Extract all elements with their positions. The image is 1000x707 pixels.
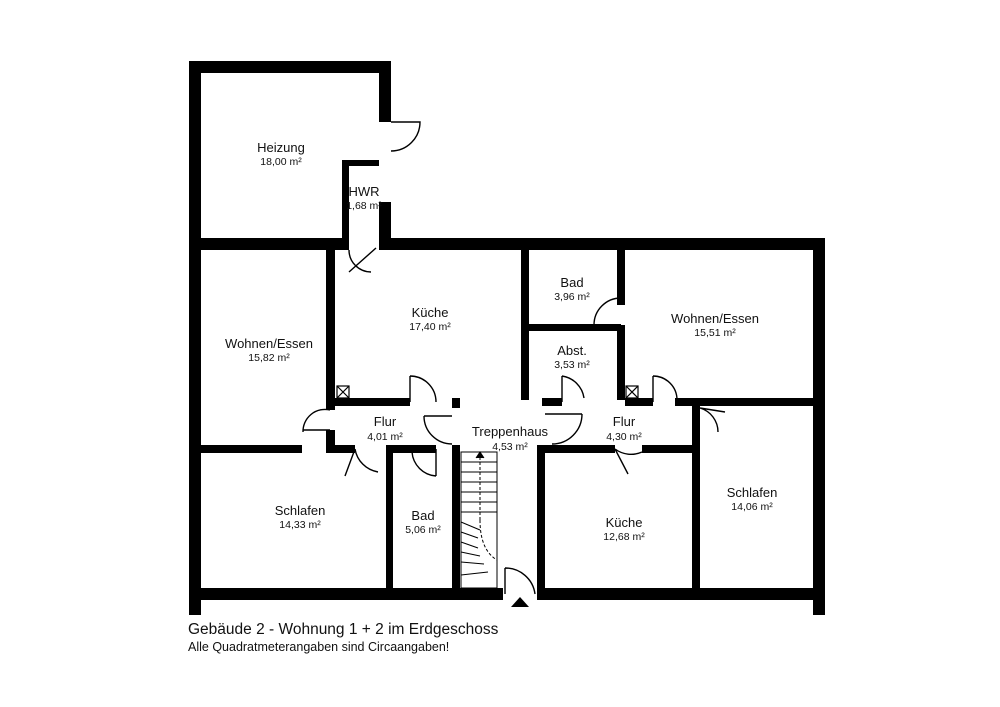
door-hwr — [348, 247, 377, 273]
room-area-wohnen-essen-left: 15,82 m² — [248, 352, 290, 364]
room-name-bad-bottom: Bad — [411, 508, 434, 523]
caption-note: Alle Quadratmeterangaben sind Circaangab… — [188, 640, 450, 654]
room-name-hwr: HWR — [348, 184, 379, 199]
room-area-hwr: 1,68 m² — [346, 200, 382, 212]
door-treppenhaus-east — [545, 413, 583, 445]
room-name-bad-top: Bad — [560, 275, 583, 290]
room-name-schlafen-right: Schlafen — [727, 485, 778, 500]
room-name-schlafen-left: Schlafen — [275, 503, 326, 518]
room-name-flur-right: Flur — [613, 414, 636, 429]
door-kueche-left — [409, 375, 437, 403]
room-name-treppenhaus: Treppenhaus — [472, 424, 549, 439]
interior-walls — [201, 160, 813, 595]
door-heizung — [390, 121, 421, 152]
room-name-flur-left: Flur — [374, 414, 397, 429]
room-area-bad-bottom: 5,06 m² — [405, 524, 441, 536]
door-schlafen-left — [344, 448, 379, 477]
room-name-kueche-left: Küche — [412, 305, 449, 320]
caption-title: Gebäude 2 - Wohnung 1 + 2 im Erdgeschoss — [188, 621, 499, 638]
shafts — [336, 385, 639, 399]
door-wohnen-right — [652, 375, 678, 402]
room-labels: Heizung 18,00 m² HWR 1,68 m² Wohnen/Esse… — [225, 140, 777, 543]
room-area-schlafen-left: 14,33 m² — [279, 519, 321, 531]
door-bad-top — [593, 297, 622, 326]
room-area-kueche-right: 12,68 m² — [603, 531, 645, 543]
room-area-heizung: 18,00 m² — [260, 156, 302, 168]
room-area-bad-top: 3,96 m² — [554, 291, 590, 303]
room-area-flur-left: 4,01 m² — [367, 431, 403, 443]
entrance-arrow-icon — [511, 597, 529, 607]
room-name-abst: Abst. — [557, 343, 587, 358]
shaft-right — [625, 385, 639, 399]
room-area-treppenhaus: 4,53 m² — [492, 441, 528, 453]
room-name-heizung: Heizung — [257, 140, 305, 155]
room-area-wohnen-essen-right: 15,51 m² — [694, 327, 736, 339]
door-abst — [561, 375, 585, 402]
room-name-kueche-right: Küche — [606, 515, 643, 530]
staircase — [460, 451, 498, 589]
room-area-kueche-left: 17,40 m² — [409, 321, 451, 333]
room-area-abst: 3,53 m² — [554, 359, 590, 371]
door-treppenhaus-west — [423, 415, 453, 445]
shaft-left — [336, 385, 350, 399]
doors — [302, 121, 726, 595]
room-name-wohnen-essen-right: Wohnen/Essen — [671, 311, 759, 326]
exterior-walls — [189, 61, 825, 615]
door-bad-bottom — [411, 449, 437, 477]
room-name-wohnen-essen-left: Wohnen/Essen — [225, 336, 313, 351]
room-area-flur-right: 4,30 m² — [606, 431, 642, 443]
door-entrance — [504, 567, 536, 595]
door-kueche-right — [614, 448, 643, 475]
door-schlafen-right — [699, 407, 726, 433]
room-area-schlafen-right: 14,06 m² — [731, 501, 773, 513]
door-flur-left-west — [302, 408, 331, 433]
